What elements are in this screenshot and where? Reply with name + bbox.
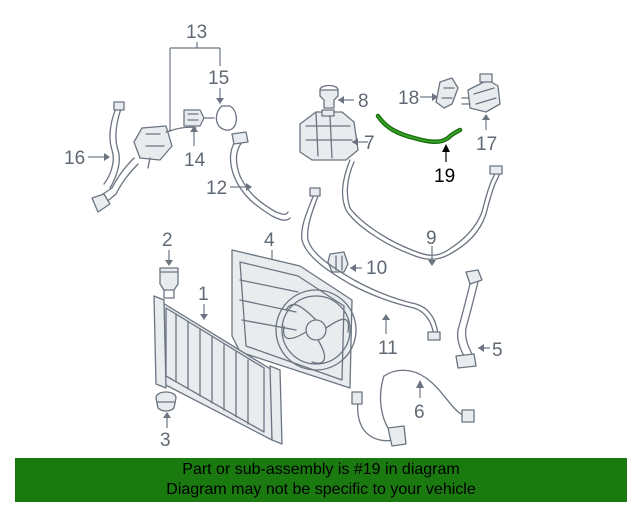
callout-8: 8 (358, 91, 369, 112)
callout-9: 9 (426, 228, 437, 249)
callout-2: 2 (162, 230, 173, 251)
callout-12: 12 (206, 178, 227, 199)
part-16-housing: 16 (64, 101, 197, 213)
callout-4: 4 (264, 230, 275, 251)
callout-11: 11 (378, 338, 398, 359)
part-2-bushing: 2 (159, 230, 179, 299)
part-3-mount: 3 (155, 391, 177, 451)
part-9-pipe: 9 (341, 159, 503, 266)
callout-18: 18 (398, 88, 419, 109)
callout-5: 5 (492, 340, 503, 361)
part-6-harness: 6 (351, 369, 475, 447)
part-4-fan-shroud: 4 (231, 230, 357, 389)
callout-3: 3 (160, 430, 171, 451)
info-banner: Part or sub-assembly is #19 in diagram D… (15, 458, 627, 502)
callout-19: 19 (434, 166, 455, 187)
callout-16: 16 (64, 148, 85, 169)
callout-7: 7 (364, 133, 375, 154)
part-11-pipe: 11 (301, 187, 441, 359)
part-18-bracket: 18 (398, 77, 459, 109)
part-1-radiator: 1 (153, 284, 283, 445)
callout-15: 15 (208, 68, 229, 89)
banner-line-1: Part or sub-assembly is #19 in diagram (182, 461, 460, 478)
part-15-oring: 15 (208, 68, 237, 131)
callout-17: 17 (476, 134, 497, 155)
part-19-highlighted-hose: 19 (375, 113, 463, 187)
callout-1: 1 (198, 284, 209, 305)
part-12-hose: 12 (206, 131, 291, 221)
callout-13: 13 (186, 22, 207, 43)
part-8-cap: 8 (319, 84, 369, 112)
part-10-clip: 10 (327, 251, 387, 279)
banner-line-2: Diagram may not be specific to your vehi… (166, 481, 476, 498)
part-5-hose: 5 (455, 269, 503, 369)
part-7-reservoir: 7 (299, 109, 375, 161)
callout-6: 6 (414, 402, 425, 423)
part-14-sensor: 14 (183, 109, 215, 171)
callout-14: 14 (184, 150, 206, 171)
callout-10: 10 (366, 258, 387, 279)
callout-13-group: 13 (169, 22, 221, 132)
part-17-valve: 17 (461, 73, 501, 155)
